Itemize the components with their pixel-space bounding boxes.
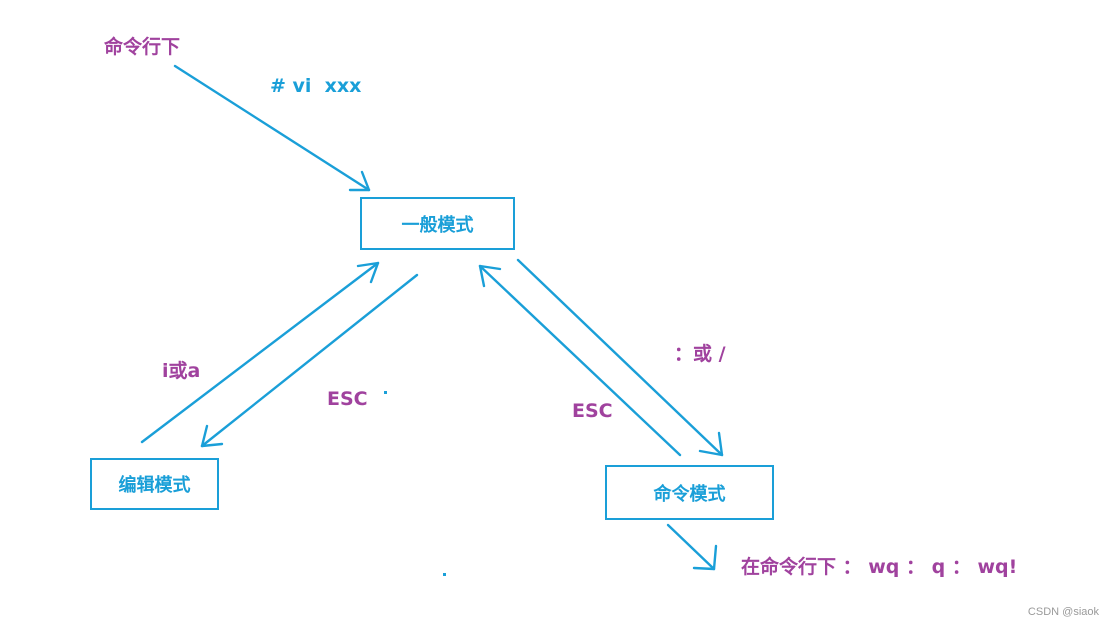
command-mode-box: 命令模式 [605, 465, 774, 520]
arrow-normal-to-command [516, 258, 724, 457]
arrow-edit-to-normal [140, 261, 380, 444]
arrow-command-to-normal [478, 264, 682, 457]
watermark: CSDN @siaok [1027, 606, 1099, 618]
arrow-start-to-normal [173, 64, 371, 192]
vi-command-label: # vi xxx [270, 75, 362, 97]
enter-edit-label: i或a [162, 360, 201, 382]
quit-commands-label: 在命令行下 ： wq ： q ： wq! [741, 556, 1018, 578]
stray-dot [384, 391, 387, 394]
stray-dot [443, 573, 446, 576]
arrow-command-to-quit [666, 523, 718, 571]
arrow-normal-to-edit [200, 273, 419, 448]
command-line-start-label: 命令行下 [104, 36, 181, 58]
normal-mode-box: 一般模式 [360, 197, 515, 250]
enter-command-label: ：或 / [674, 343, 726, 365]
edit-mode-box: 编辑模式 [90, 458, 219, 510]
esc-from-command-label: ESC [572, 400, 613, 422]
esc-from-edit-label: ESC [327, 388, 368, 410]
